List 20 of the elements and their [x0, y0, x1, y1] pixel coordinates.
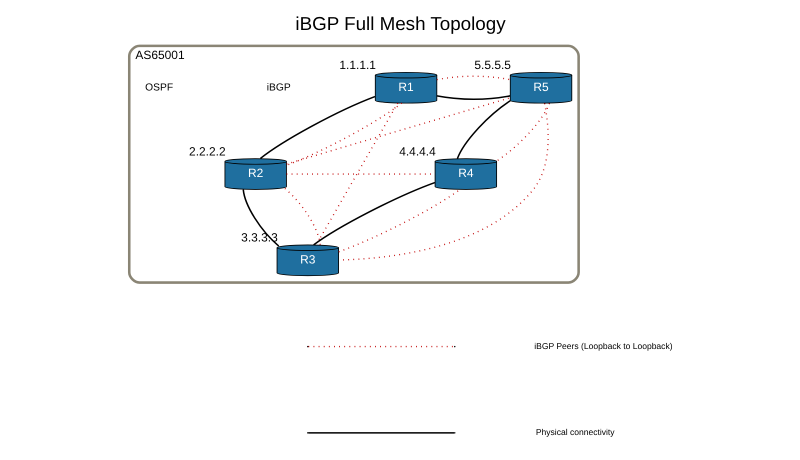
- node-label: 4.4.4.4: [398, 144, 436, 158]
- connector: [456, 100, 510, 159]
- connector: [436, 76, 510, 80]
- connector: [338, 188, 460, 252]
- diagram-title: iBGP Full Mesh Topology: [294, 13, 506, 34]
- node-label: 5.5.5.5: [474, 58, 510, 72]
- connector: [338, 103, 548, 261]
- connector: [312, 182, 435, 246]
- connector: [286, 97, 510, 165]
- legend-label: Physical connectivity: [535, 427, 614, 438]
- node-label: 1.1.1.1: [338, 58, 376, 72]
- connector: [284, 188, 320, 245]
- label: iBGP: [266, 82, 290, 94]
- connector: [259, 96, 375, 160]
- node-label: 2.2.2.2: [188, 144, 226, 158]
- label: OSPF: [144, 82, 173, 94]
- connector: [496, 103, 550, 162]
- connector: [286, 102, 402, 166]
- connector: [436, 95, 510, 100]
- legend-label: iBGP Peers (Loopback to Loopback): [534, 340, 672, 351]
